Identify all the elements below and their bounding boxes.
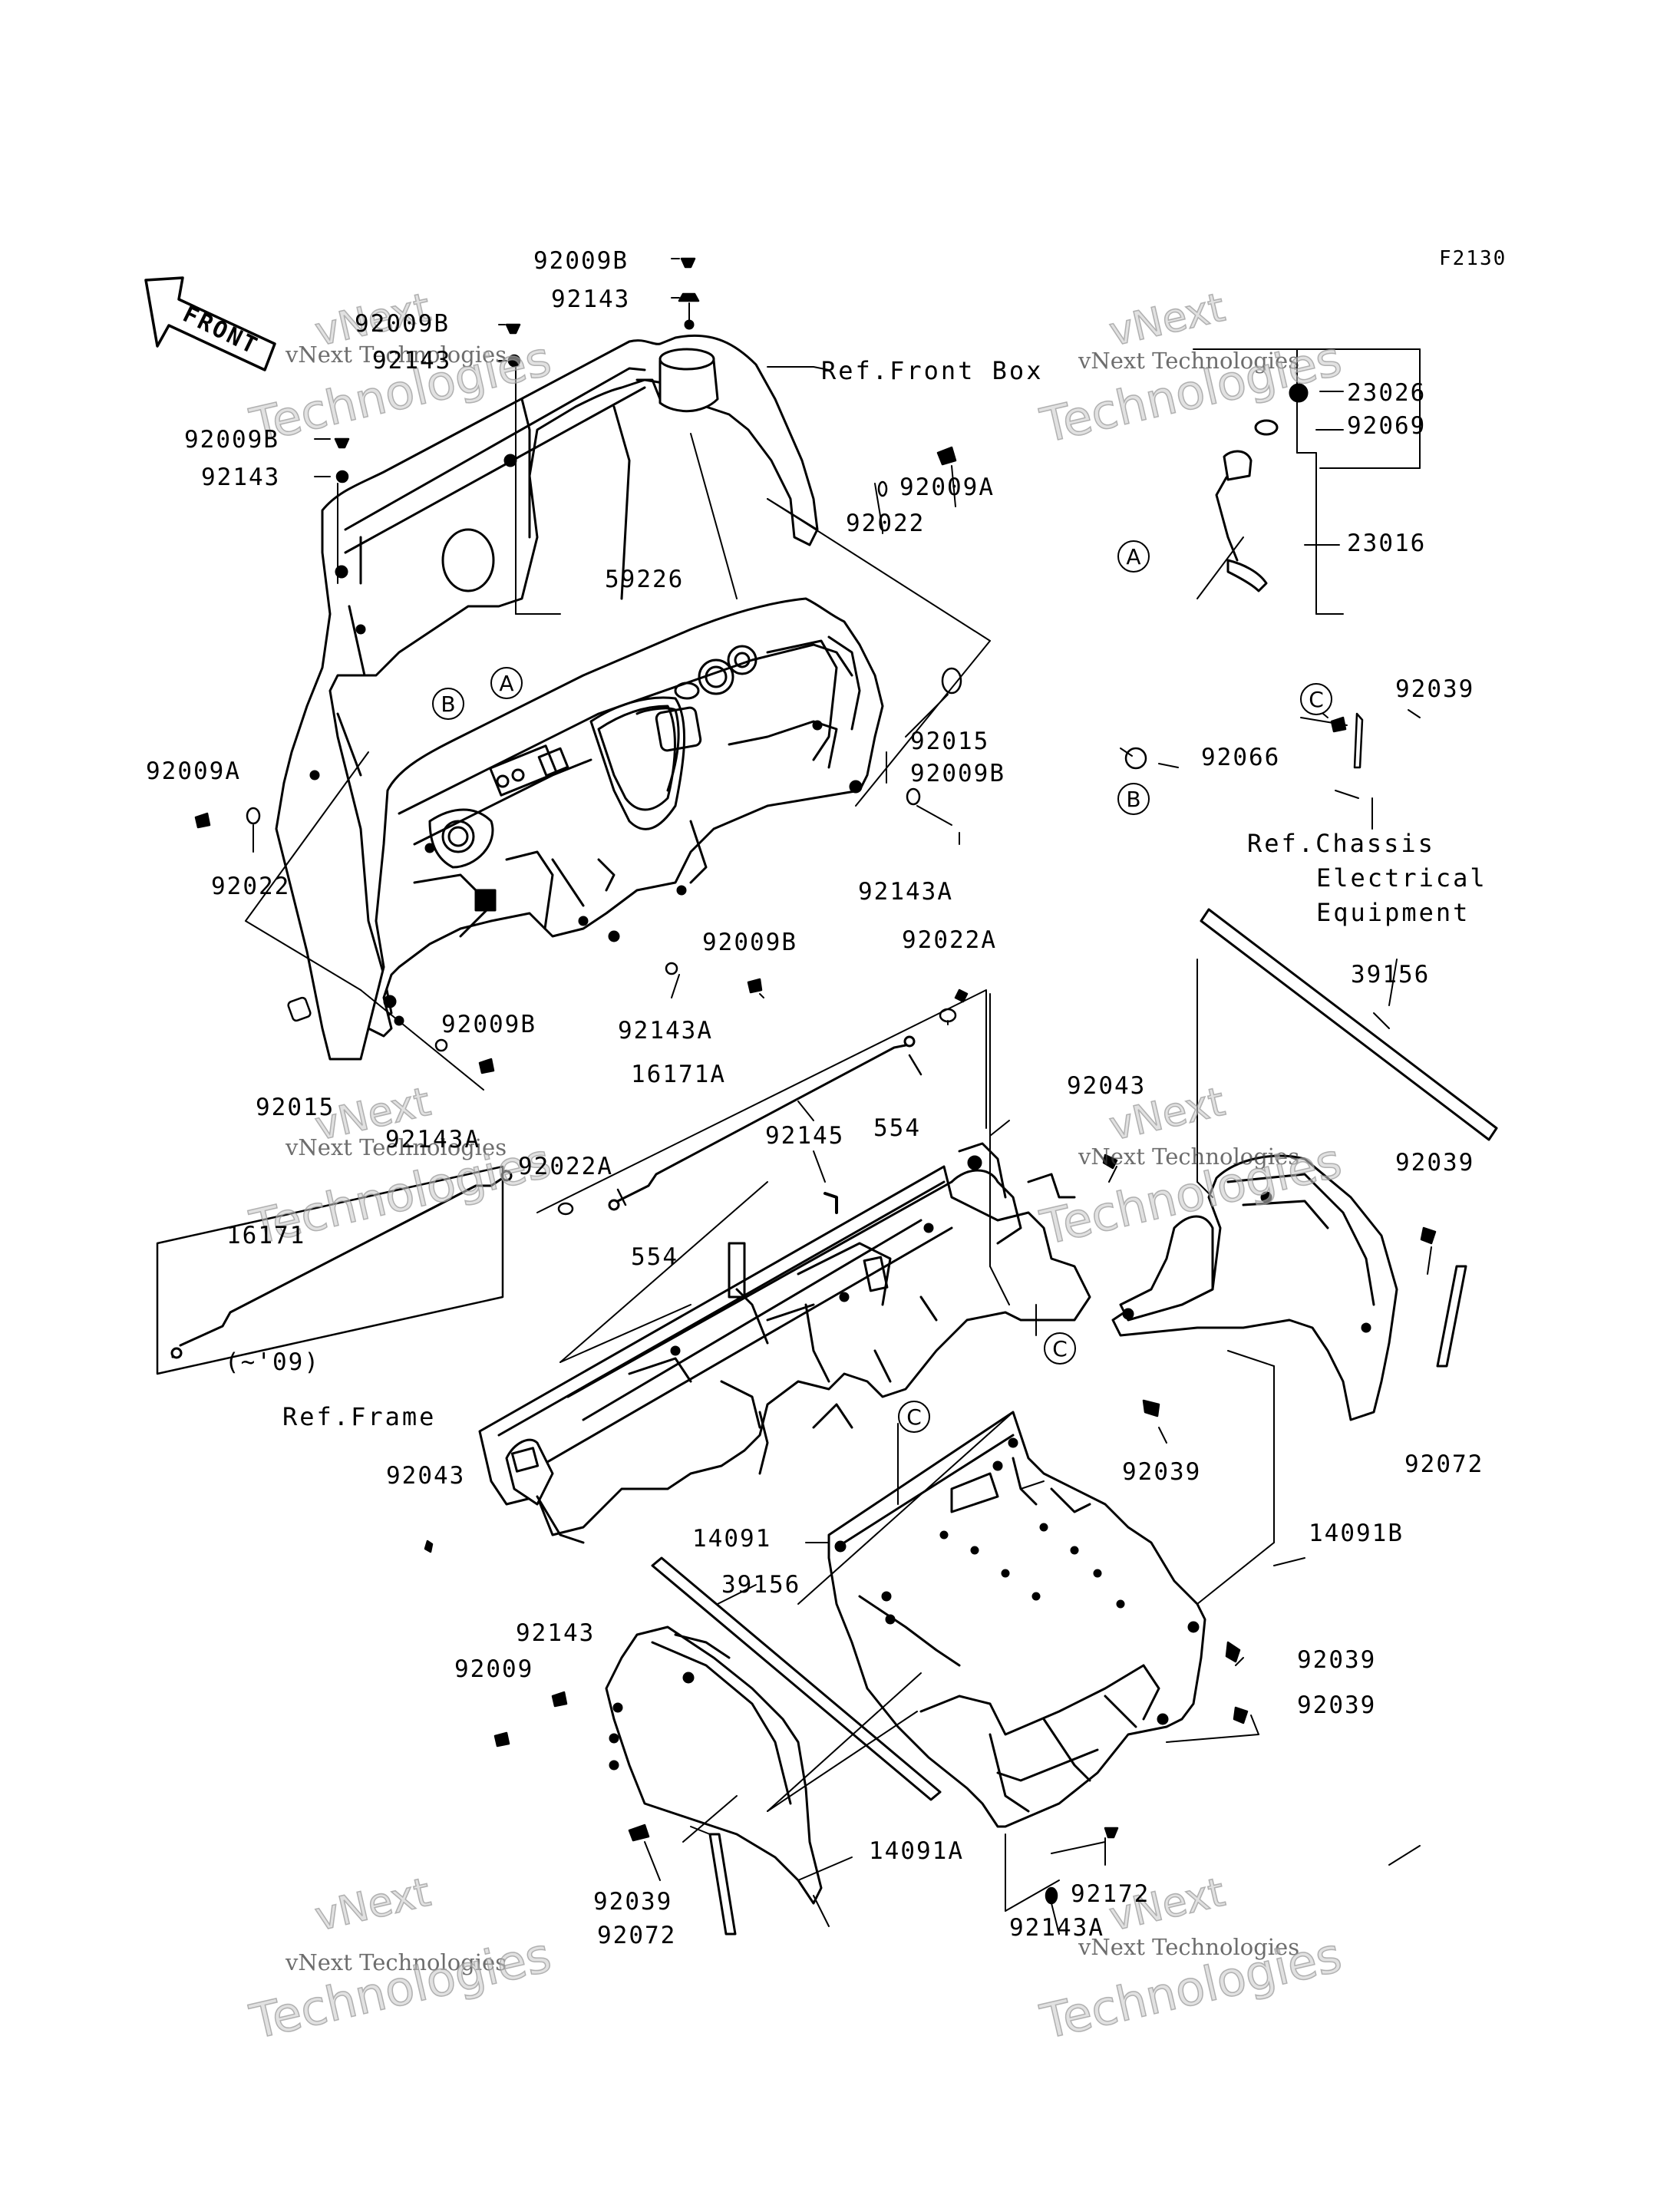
strip-39156-right — [1200, 908, 1498, 1141]
part-92143[interactable]: 92143 — [201, 464, 281, 491]
ref-chassis-electrical: Electrical — [1316, 863, 1487, 893]
part-92145[interactable]: 92145 — [765, 1122, 845, 1150]
part-92143A[interactable]: 92143A — [618, 1017, 713, 1045]
part-39156[interactable]: 39156 — [721, 1571, 801, 1599]
part-16171A[interactable]: 16171A — [631, 1061, 726, 1088]
part-23016[interactable]: 23016 — [1347, 530, 1427, 557]
ref-chassis[interactable]: Ref.Chassis — [1247, 829, 1435, 858]
part-14091[interactable]: 14091 — [692, 1525, 772, 1553]
leader-box-16171A — [536, 989, 987, 1213]
part-92072[interactable]: 92072 — [597, 1922, 677, 1949]
part-92009B[interactable]: 92009B — [910, 760, 1005, 787]
part-92009A[interactable]: 92009A — [899, 474, 995, 501]
part-554[interactable]: 554 — [873, 1114, 921, 1142]
part-92143[interactable]: 92143 — [372, 347, 452, 375]
switch-23016 — [1215, 383, 1309, 592]
strip-92072-left — [708, 1833, 737, 1936]
watermark-text: vNext Technologies — [1078, 348, 1300, 374]
floor-panel — [827, 1411, 1206, 1828]
callout-c[interactable]: C — [1044, 1332, 1076, 1365]
part-92009B[interactable]: 92009B — [184, 426, 279, 454]
part-14091A[interactable]: 14091A — [869, 1837, 964, 1865]
part-92022A[interactable]: 92022A — [902, 926, 997, 954]
strip-39156-left — [651, 1556, 942, 1801]
part-92009A[interactable]: 92009A — [146, 757, 241, 785]
fender-right — [1111, 1154, 1398, 1421]
part-92069[interactable]: 92069 — [1347, 412, 1427, 440]
part-92009B[interactable]: 92009B — [441, 1011, 536, 1038]
cable-16171A — [608, 1035, 916, 1211]
part-92043[interactable]: 92043 — [1067, 1072, 1147, 1100]
front-arrow-icon — [144, 276, 276, 371]
diagram-id: F2130 — [1439, 247, 1507, 270]
part-16171[interactable]: 16171 — [226, 1222, 306, 1249]
upper-back-panel — [275, 319, 819, 1061]
part-92009B[interactable]: 92009B — [702, 929, 797, 956]
part-92143A[interactable]: 92143A — [385, 1126, 480, 1153]
watermark-text: vNext Technologies — [286, 342, 507, 368]
year-note: (~'09) — [225, 1348, 320, 1376]
part-92143[interactable]: 92143 — [516, 1619, 596, 1647]
part-92009B[interactable]: 92009B — [355, 310, 450, 338]
part-92039[interactable]: 92039 — [1297, 1646, 1377, 1674]
part-92143[interactable]: 92143 — [551, 285, 631, 313]
part-92172[interactable]: 92172 — [1071, 1880, 1150, 1908]
part-14091B[interactable]: 14091B — [1309, 1520, 1404, 1547]
part-92039[interactable]: 92039 — [1395, 675, 1475, 703]
part-92009B[interactable]: 92009B — [533, 247, 629, 275]
leader-lines — [245, 258, 1432, 1935]
part-92039[interactable]: 92039 — [1297, 1691, 1377, 1719]
callout-c[interactable]: C — [1300, 683, 1332, 715]
strip-92072-right — [1436, 1265, 1467, 1368]
frame-assembly — [478, 1142, 1091, 1544]
watermark-text: vNext Technologies — [286, 1949, 507, 1975]
callout-c[interactable]: C — [898, 1401, 930, 1433]
ref-front-box[interactable]: Ref.Front Box — [821, 356, 1044, 385]
watermark-text: vNext Technologies — [1078, 1934, 1300, 1960]
ref-chassis-equipment: Equipment — [1316, 898, 1470, 927]
part-92039[interactable]: 92039 — [593, 1888, 673, 1916]
part-92039[interactable]: 92039 — [1395, 1149, 1475, 1177]
callout-a[interactable]: A — [1117, 540, 1150, 573]
watermark-text: vNext Technologies — [1078, 1144, 1300, 1170]
callout-a[interactable]: A — [490, 667, 523, 699]
watermark-text: vNext Technologies — [286, 1134, 507, 1160]
part-92015[interactable]: 92015 — [256, 1094, 335, 1121]
dash-panel — [367, 597, 884, 1038]
part-92072[interactable]: 92072 — [1404, 1450, 1484, 1478]
part-92043[interactable]: 92043 — [386, 1462, 466, 1490]
part-92039[interactable]: 92039 — [1122, 1458, 1202, 1486]
part-92143A[interactable]: 92143A — [858, 878, 953, 906]
part-92143A[interactable]: 92143A — [1009, 1914, 1104, 1942]
part-59226[interactable]: 59226 — [605, 566, 685, 593]
part-554[interactable]: 554 — [631, 1243, 678, 1271]
callout-b[interactable]: B — [1117, 783, 1150, 815]
ref-frame[interactable]: Ref.Frame — [282, 1402, 437, 1431]
fasteners — [194, 257, 1437, 1905]
part-23026[interactable]: 23026 — [1347, 379, 1427, 407]
part-92066[interactable]: 92066 — [1201, 744, 1281, 771]
part-92022[interactable]: 92022 — [211, 873, 291, 900]
cable-16171 — [170, 1170, 513, 1359]
part-39156[interactable]: 39156 — [1351, 961, 1431, 988]
part-92022[interactable]: 92022 — [846, 510, 926, 537]
part-92015[interactable]: 92015 — [910, 728, 990, 755]
part-92009[interactable]: 92009 — [454, 1655, 534, 1683]
fender-left — [605, 1625, 823, 1905]
inset-frame-16171 — [156, 1165, 504, 1375]
callout-b[interactable]: B — [432, 688, 464, 720]
part-92022A[interactable]: 92022A — [518, 1153, 613, 1180]
